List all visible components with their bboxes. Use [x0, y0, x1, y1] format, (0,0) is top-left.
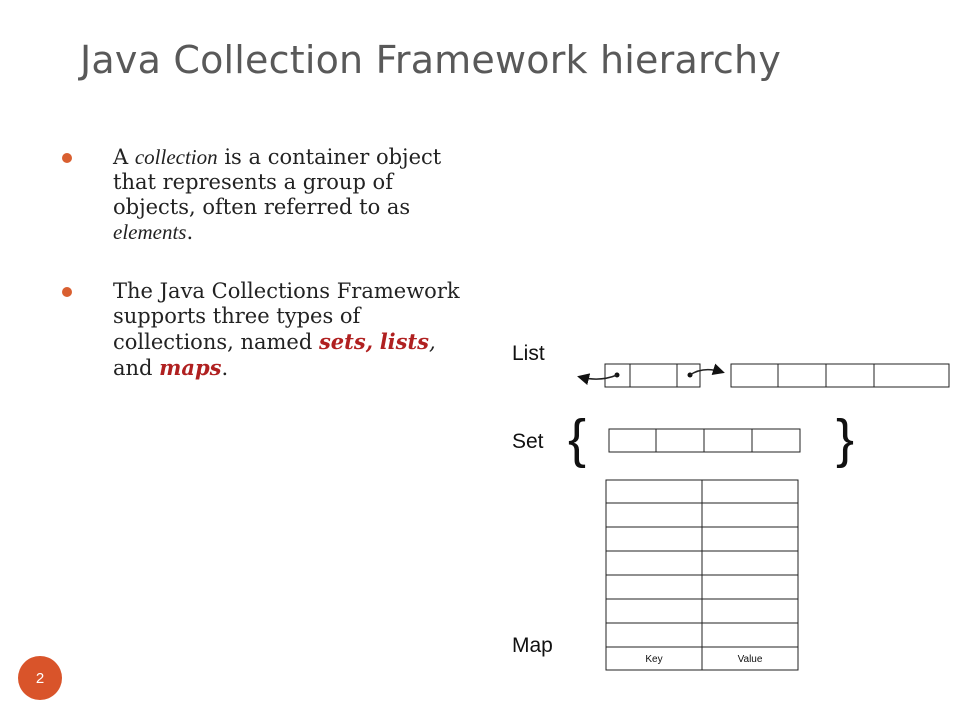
bullet1-text-b: is a container object that represents a … — [113, 145, 442, 219]
bullet-item-collection-types: The Java Collections Framework supports … — [62, 279, 462, 381]
bullet2-comma: , — [429, 330, 436, 354]
term-maps: maps — [159, 355, 222, 380]
bullet1-text-c: . — [186, 220, 194, 244]
slide-title: Java Collection Framework hierarchy — [80, 38, 782, 82]
list-node-2 — [730, 363, 950, 388]
map-label: Map — [512, 634, 553, 657]
bullet-dot-icon — [62, 153, 72, 163]
map-value-header: Value — [738, 654, 763, 665]
term-lists: lists — [379, 329, 430, 354]
bullet2-end: . — [221, 356, 229, 380]
page-number-badge: 2 — [18, 656, 62, 700]
collection-types-diagram: List Set { } Map Key Value — [512, 342, 950, 671]
bullet2-and: and — [113, 356, 160, 380]
term-sets: sets, — [318, 329, 374, 354]
bullet-dot-icon — [62, 287, 72, 297]
bullet2-space — [373, 330, 380, 354]
set-right-brace: } — [836, 409, 854, 469]
map-table — [605, 479, 799, 671]
bullet1-text-a: A — [113, 145, 135, 169]
bullet-list: A collection is a container object that … — [62, 145, 462, 415]
set-box — [608, 428, 801, 453]
set-label: Set — [512, 430, 544, 453]
bullet2-text-a: The Java Collections Framework supports … — [113, 279, 460, 354]
list-next-arrow — [689, 363, 725, 376]
bullet1-term-elements: elements — [113, 220, 187, 244]
set-left-brace: { — [568, 409, 586, 469]
map-key-header: Key — [645, 654, 662, 665]
bullet-item-collection: A collection is a container object that … — [62, 145, 462, 245]
bullet1-term-collection: collection — [134, 145, 218, 169]
list-label: List — [512, 342, 545, 365]
list-node-1 — [604, 363, 701, 388]
list-prev-arrow — [577, 373, 618, 386]
